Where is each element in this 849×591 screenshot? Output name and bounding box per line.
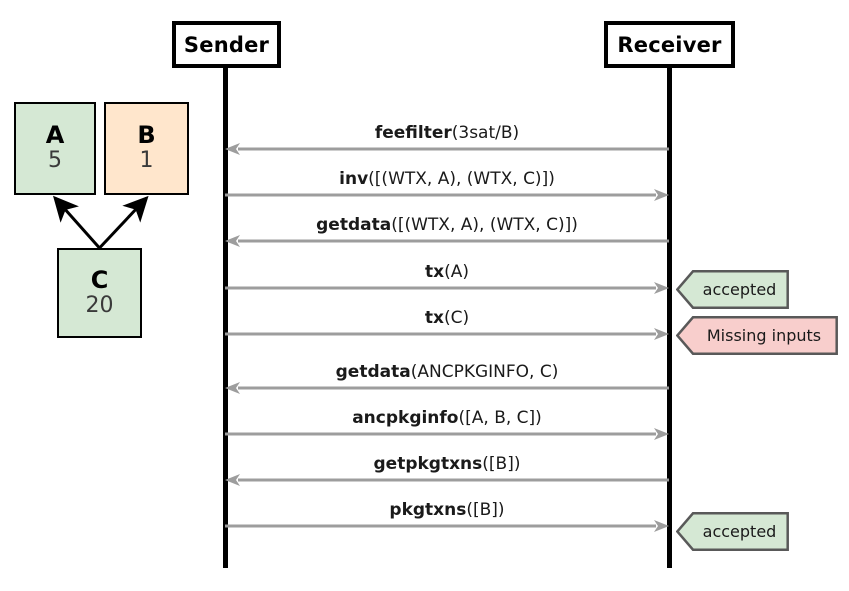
arrow-head [225,382,240,394]
transaction-value: 5 [48,148,62,174]
badge-shape [676,512,789,551]
arrow-head [225,474,240,486]
message-args: (C) [443,308,470,328]
status-badge-accepted-b: accepted [676,512,789,551]
badge-shape [676,316,838,355]
message-arrow-inv [225,189,669,201]
message-command: getpkgtxns [373,454,483,474]
message-args: (ANCPKGINFO, C) [410,362,559,382]
transaction-name: A [45,121,65,150]
arrow-head [654,328,669,340]
message-command: getdata [316,215,392,235]
participant-label: Sender [183,32,270,57]
message-arrow-pkgtxns [225,520,669,532]
message-arrow-getdata-wtx [225,235,669,247]
message-command: inv [339,169,369,189]
message-args: (3sat/B) [451,123,520,143]
dependency-arrow-c-to-b [98,195,149,250]
message-args: ([(WTX, A), (WTX, C)]) [368,169,555,189]
badge-label: accepted [702,522,777,541]
status-badge-missing-inputs: Missing inputs [676,316,838,355]
message-label-inv: inv([(WTX, A), (WTX, C)]) [228,169,666,189]
message-label-tx-c: tx(C) [228,308,666,328]
message-arrow-feefilter [225,143,669,155]
message-arrow-ancpkginfo [225,428,669,440]
arrow-head [654,282,669,294]
message-arrow-tx-c [225,328,669,340]
badge-shape [676,270,789,309]
message-arrow-tx-a [225,282,669,294]
arrow-head [654,520,669,532]
message-label-feefilter: feefilter(3sat/B) [228,123,666,143]
message-args: ([A, B, C]) [458,408,542,428]
message-command: getdata [335,362,411,382]
message-command: pkgtxns [389,500,467,520]
badge-label: accepted [702,280,777,299]
participant-sender[interactable]: Sender [172,21,281,68]
message-command: ancpkginfo [352,408,459,428]
arrow-head [654,189,669,201]
message-args: (A) [444,262,469,282]
arrow-head [225,235,240,247]
transaction-value: 1 [139,148,154,174]
message-arrow-getdata-anc [225,382,669,394]
message-arrow-getpkgtxns [225,474,669,486]
message-label-getpkgtxns: getpkgtxns([B]) [228,454,666,474]
message-label-ancpkginfo: ancpkginfo([A, B, C]) [228,408,666,428]
message-command: feefilter [374,123,452,143]
transaction-name: B [137,121,156,150]
message-command: tx [424,308,444,328]
message-args: ([B]) [482,454,521,474]
badge-label: Missing inputs [706,326,822,345]
dependency-arrow-c-to-a [53,195,101,249]
message-args: ([B]) [466,500,505,520]
lifeline-sender [222,68,228,568]
participant-receiver[interactable]: Receiver [604,21,735,68]
transaction-value: 20 [85,292,114,318]
message-command: tx [425,262,445,282]
message-args: ([(WTX, A), (WTX, C)]) [391,215,578,235]
message-label-getdata-wtx: getdata([(WTX, A), (WTX, C)]) [228,215,666,235]
message-label-getdata-anc: getdata(ANCPKGINFO, C) [228,362,666,382]
status-badge-accepted-a: accepted [676,270,789,309]
lifeline-receiver [666,68,672,568]
transaction-name: C [90,265,109,294]
arrow-head [225,143,240,155]
message-label-pkgtxns: pkgtxns([B]) [228,500,666,520]
message-label-tx-a: tx(A) [228,262,666,282]
participant-label: Receiver [617,32,722,57]
arrow-head [654,428,669,440]
